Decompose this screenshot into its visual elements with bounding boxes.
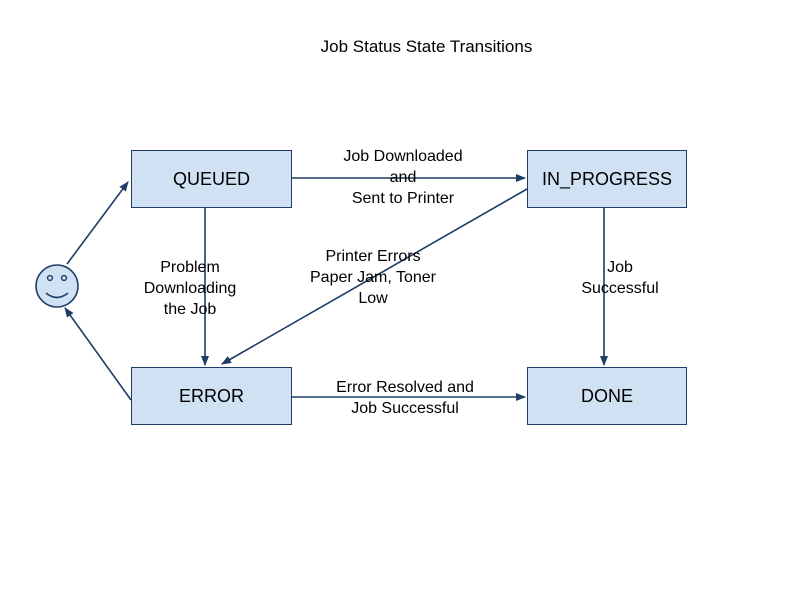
transition-label-problem: Problem Downloading the Job bbox=[131, 257, 249, 320]
transition-label-printer-errors: Printer Errors Paper Jam, Toner Low bbox=[293, 246, 453, 309]
label-line: Printer Errors bbox=[325, 248, 421, 265]
smiley-face-icon bbox=[35, 264, 79, 308]
label-line: Job Downloaded bbox=[343, 148, 463, 165]
arrow-error-to-start bbox=[64, 307, 132, 401]
label-line: Error Resolved and bbox=[336, 379, 474, 396]
state-in-progress: IN_PROGRESS bbox=[527, 150, 687, 208]
label-line: Problem bbox=[160, 259, 220, 276]
label-line: and bbox=[389, 169, 417, 186]
arrow-in-progress-to-error bbox=[221, 188, 528, 365]
label-line: Downloading bbox=[143, 280, 237, 297]
diagram-title: Job Status State Transitions bbox=[320, 37, 533, 56]
state-done: DONE bbox=[527, 367, 687, 425]
label-line: Job Successful bbox=[351, 400, 459, 417]
label-line: Sent to Printer bbox=[351, 190, 455, 207]
label-line: Successful bbox=[581, 280, 659, 297]
label-line: Low bbox=[358, 290, 388, 307]
transition-label-downloaded: Job Downloaded and Sent to Printer bbox=[323, 146, 483, 209]
state-error: ERROR bbox=[131, 367, 292, 425]
label-line: Paper Jam, Toner bbox=[310, 269, 436, 286]
arrow-start-to-queued bbox=[66, 181, 129, 265]
label-line: the Job bbox=[163, 301, 217, 318]
transition-label-job-successful: Job Successful bbox=[550, 257, 690, 299]
state-queued: QUEUED bbox=[131, 150, 292, 208]
transition-label-error-resolved: Error Resolved and Job Successful bbox=[314, 377, 496, 419]
label-line: Job bbox=[607, 259, 633, 276]
